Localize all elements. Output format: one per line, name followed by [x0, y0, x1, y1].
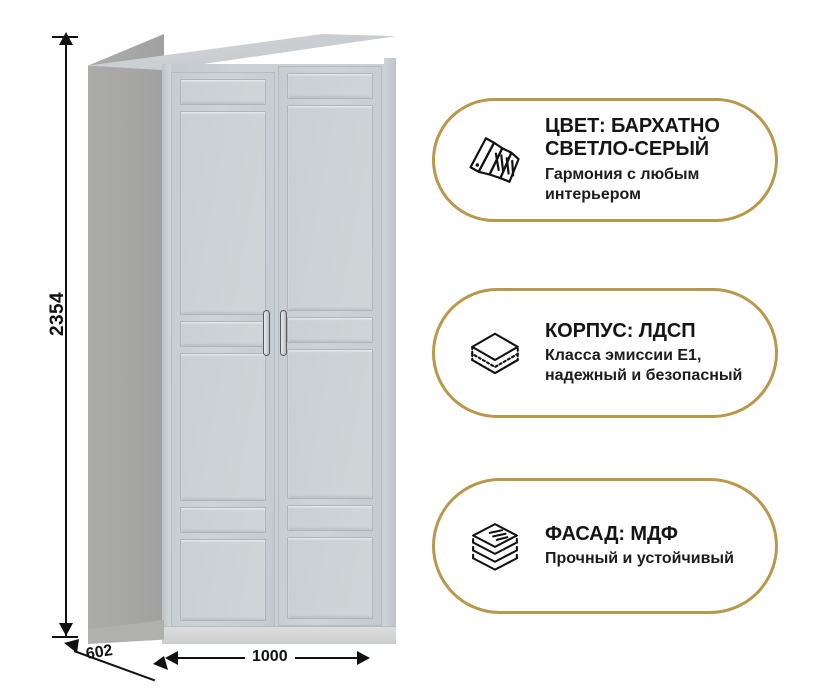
wardrobe-side-panel [88, 34, 164, 642]
door-panel-mid-rail [180, 321, 266, 347]
door-panel-middle [180, 353, 266, 501]
door-panel-mid-rail [287, 317, 373, 343]
feature-card-title: КОРПУС: ЛДСП [545, 319, 696, 342]
feature-card-title: ФАСАД: МДФ [545, 522, 678, 545]
feature-cards-list: ЦВЕТ: БАРХАТНО СВЕТЛО-СЕРЫЙ Гармония с л… [432, 0, 782, 700]
feature-card-subtitle: Гармония с любым интерьером [545, 165, 700, 203]
carcass-right-edge [384, 58, 396, 642]
height-arrow-down-icon [59, 623, 73, 636]
wardrobe-illustration [88, 34, 396, 644]
door-handle-left [263, 310, 270, 356]
width-arrow-right-icon [357, 651, 370, 665]
feature-card-subtitle: Класса эмиссии Е1, надежный и безопасный [545, 346, 743, 385]
door-panel-bottom [287, 537, 373, 619]
wardrobe-door-left [171, 72, 275, 628]
door-panel-bottom [180, 539, 266, 621]
door-panel-low-rail [287, 505, 373, 531]
door-handle-right [280, 310, 287, 356]
wardrobe-door-right [278, 66, 382, 626]
height-tick-bottom [52, 636, 78, 638]
height-arrow-up-icon [59, 32, 73, 45]
depth-arrowheads-icon [64, 639, 168, 670]
dimension-width-label: 1000 [245, 648, 295, 666]
door-panel-upper [180, 111, 266, 315]
feature-card-facade: ФАСАД: МДФ Прочный и устойчивый [432, 478, 778, 614]
chipboard-panel-icon [461, 319, 529, 387]
product-render-area: 2354 602 1000 [46, 32, 396, 682]
dimension-height-label: 2354 [46, 292, 68, 336]
door-panel-upper [287, 105, 373, 311]
width-arrow-left-icon [165, 651, 178, 665]
wardrobe-plinth [162, 626, 396, 644]
feature-card-carcass: КОРПУС: ЛДСП Класса эмиссии Е1, надежный… [432, 288, 778, 418]
stacked-sheets-icon [461, 512, 529, 580]
feature-card-text: ФАСАД: МДФ Прочный и устойчивый [545, 523, 757, 569]
door-panel-top-rail [180, 79, 266, 105]
door-panel-top-rail [287, 73, 373, 99]
feature-card-title: ЦВЕТ: БАРХАТНО СВЕТЛО-СЕРЫЙ [545, 115, 720, 161]
feature-card-color: ЦВЕТ: БАРХАТНО СВЕТЛО-СЕРЫЙ Гармония с л… [432, 98, 778, 222]
depth-dimension-arrow [64, 634, 170, 682]
color-swatch-fan-icon [461, 126, 529, 194]
height-dimension-line [65, 38, 67, 636]
feature-card-text: КОРПУС: ЛДСП Класса эмиссии Е1, надежный… [545, 320, 757, 387]
feature-card-text: ЦВЕТ: БАРХАТНО СВЕТЛО-СЕРЫЙ Гармония с л… [545, 115, 757, 205]
door-panel-low-rail [180, 507, 266, 533]
carcass-left-edge [162, 64, 171, 642]
door-panel-middle [287, 349, 373, 499]
feature-card-subtitle: Прочный и устойчивый [545, 550, 734, 568]
